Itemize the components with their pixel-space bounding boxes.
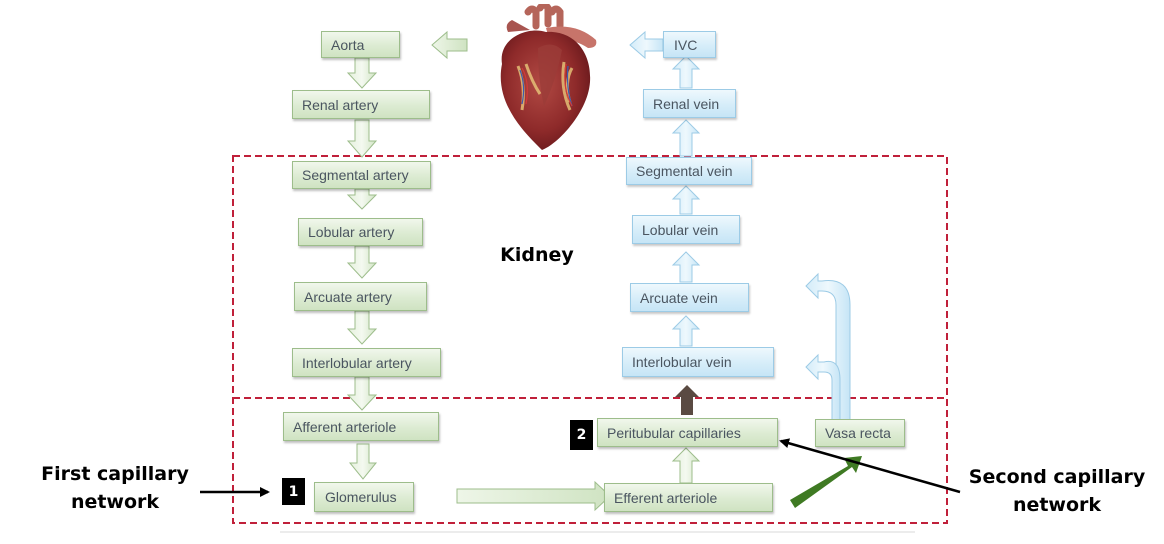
badge-first-capillary: 1 [282,478,305,505]
second-capillary-network-label: Second capillary network [962,463,1152,519]
node-aorta: Aorta [321,31,400,58]
arrow-down-icon [346,57,378,89]
node-label: Renal vein [653,95,720,112]
arrow-right-icon [456,480,611,512]
arrow-up-icon [671,185,701,215]
arrow-down-icon [346,310,378,345]
node-label: Arcuate artery [304,288,392,305]
node-label: Vasa recta [825,425,891,441]
arrow-up-icon [671,315,701,347]
heart-icon [500,4,597,151]
annotation-line: network [70,491,160,513]
arrow-down-icon [346,119,378,158]
annotation-line: Second capillary [968,466,1146,488]
node-efferent-arteriole: Efferent arteriole [604,483,773,512]
node-label: Afferent arteriole [293,418,397,435]
arrow-left-icon [629,30,664,60]
node-segmental-vein: Segmental vein [626,157,752,185]
arrow-down-icon [346,188,378,210]
node-glomerulus: Glomerulus [314,482,414,512]
arrow-left-icon [431,30,468,60]
first-capillary-network-label: First capillary network [30,460,200,516]
node-label: Interlobular artery [302,354,412,371]
node-ivc: IVC [663,31,716,58]
dark-green-diagonal-arrow [790,456,862,508]
node-label: Arcuate vein [640,289,718,306]
arrow-down-icon [346,245,378,279]
second-network-pointer [779,438,961,494]
node-lobular-artery: Lobular artery [298,218,423,246]
node-interlobular-artery: Interlobular artery [292,348,441,377]
node-segmental-artery: Segmental artery [292,161,431,189]
vein-up-arrows [671,55,701,347]
node-label: Interlobular vein [632,354,732,370]
node-label: Lobular vein [642,221,719,238]
node-label: Glomerulus [325,489,397,505]
node-label: Aorta [331,36,365,53]
node-renal-artery: Renal artery [292,90,430,119]
node-peritubular-capillaries: Peritubular capillaries [597,418,778,447]
arrow-up-icon [671,251,701,283]
kidney-label: Kidney [500,244,574,266]
brown-up-arrow [675,385,699,415]
node-label: IVC [674,36,698,53]
node-label: Segmental vein [636,163,733,179]
badge-second-capillary: 2 [570,420,593,450]
node-vasa-recta: Vasa recta [815,419,905,447]
arrow-down-icon [348,443,378,480]
node-lobular-vein: Lobular vein [632,215,740,244]
node-label: Efferent arteriole [614,489,718,506]
node-arcuate-artery: Arcuate artery [294,282,427,311]
node-label: Peritubular capillaries [607,424,741,441]
arrow-down-icon [346,376,378,411]
artery-down-arrows [346,57,378,480]
node-label: Lobular artery [308,224,395,240]
node-interlobular-vein: Interlobular vein [622,347,774,377]
node-label: Renal artery [302,96,379,113]
arrow-up-icon [671,55,701,89]
node-label: Segmental artery [302,167,409,183]
annotation-line: First capillary [41,463,189,485]
arrow-up-icon [671,119,701,157]
node-renal-vein: Renal vein [643,89,736,118]
node-afferent-arteriole: Afferent arteriole [283,412,439,441]
annotation-line: network [1012,494,1102,516]
node-arcuate-vein: Arcuate vein [630,283,749,312]
arrow-up-icon [671,447,701,484]
vasa-recta-return-arrow-lower [805,353,841,421]
kidney-region-border [232,155,948,524]
